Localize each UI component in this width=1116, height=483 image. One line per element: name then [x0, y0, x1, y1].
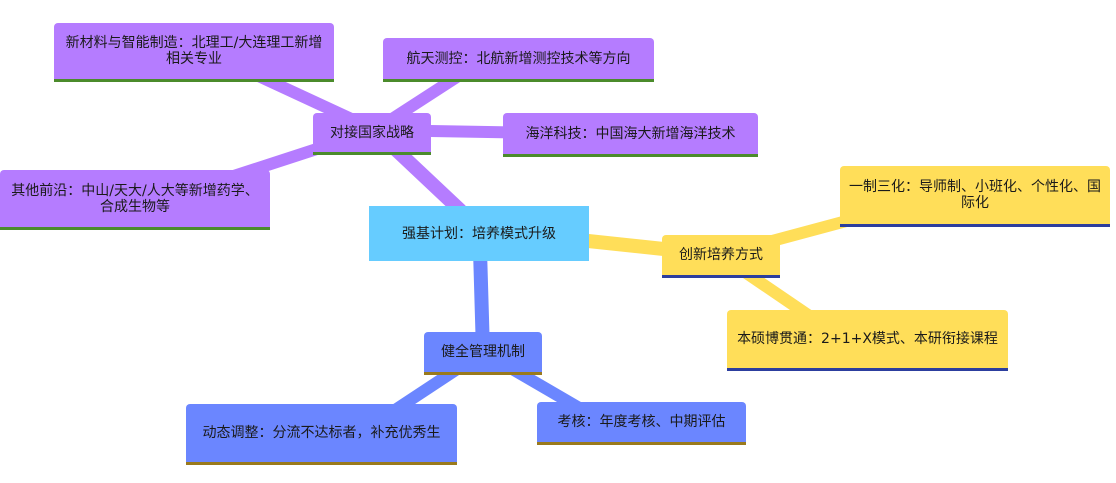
leaf-dynamic-adjust[interactable]: 动态调整：分流不达标者，补充优秀生	[186, 404, 457, 465]
leaf-assessment[interactable]: 考核：年度考核、中期评估	[537, 402, 746, 445]
branch-national-strategy[interactable]: 对接国家战略	[313, 113, 431, 155]
leaf-new-materials[interactable]: 新材料与智能制造：北理工/大连理工新增相关专业	[54, 23, 334, 82]
branch-management[interactable]: 健全管理机制	[424, 332, 542, 375]
leaf-ocean-tech[interactable]: 海洋科技：中国海大新增海洋技术	[503, 113, 758, 157]
leaf-one-system-three[interactable]: 一制三化：导师制、小班化、个性化、国际化	[840, 166, 1110, 227]
leaf-bachelor-master-phd[interactable]: 本硕博贯通：2+1+X模式、本研衔接课程	[727, 310, 1008, 371]
branch-innovative-training[interactable]: 创新培养方式	[662, 235, 780, 278]
leaf-other-frontier[interactable]: 其他前沿：中山/天大/人大等新增药学、合成生物等	[0, 170, 270, 230]
root-node[interactable]: 强基计划：培养模式升级	[369, 206, 589, 261]
leaf-aerospace[interactable]: 航天测控：北航新增测控技术等方向	[383, 38, 654, 82]
